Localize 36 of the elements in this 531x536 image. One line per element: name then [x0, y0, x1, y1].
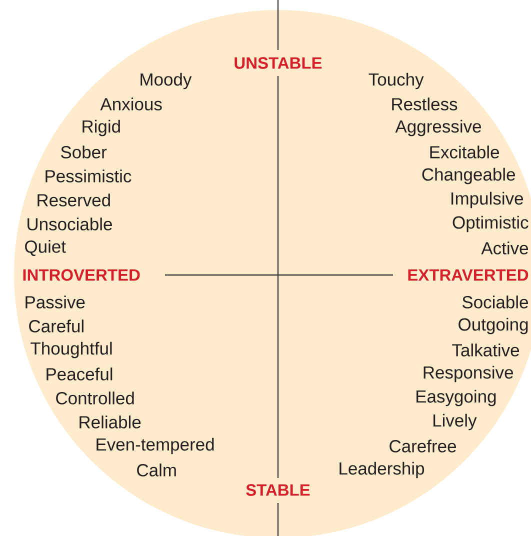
- trait-label: Talkative: [452, 344, 520, 356]
- trait-label: Reliable: [80, 416, 141, 428]
- trait-label: Careful: [29, 320, 84, 332]
- trait-label: Pessimistic: [46, 170, 132, 182]
- trait-label: Passive: [26, 296, 85, 308]
- axis-label: INTROVERTED: [23, 269, 140, 281]
- trait-label: Lively: [434, 414, 477, 430]
- trait-label: Restless: [392, 98, 458, 110]
- trait-label: Changeable: [422, 168, 515, 184]
- trait-label: Active: [481, 242, 528, 254]
- trait-label: Excitable: [430, 146, 500, 158]
- trait-label: Thoughtful: [30, 342, 112, 358]
- axis-label: STABLE: [246, 484, 310, 496]
- trait-label: Responsive: [424, 366, 513, 382]
- trait-label: Calm: [137, 464, 176, 476]
- trait-label: Sociable: [462, 296, 528, 308]
- trait-label: Unsociable: [28, 218, 112, 230]
- trait-label: Controlled: [56, 392, 134, 404]
- trait-label: Peaceful: [46, 368, 112, 380]
- trait-label: Anxious: [100, 98, 162, 110]
- trait-label: Optimistic: [452, 216, 528, 232]
- trait-label: Impulsive: [452, 192, 524, 208]
- trait-label: Even-tempered: [96, 438, 214, 454]
- trait-label: Touchy: [368, 72, 424, 90]
- trait-label: Rigid: [82, 120, 120, 136]
- trait-label: Outgoing: [458, 318, 528, 334]
- trait-label: Leadership: [340, 462, 424, 478]
- axis-label: UNSTABLE: [234, 57, 322, 69]
- trait-label: Sober: [61, 146, 107, 158]
- trait-label: Reserved: [38, 194, 110, 206]
- trait-label: Moody: [140, 72, 192, 90]
- trait-label: Carefree: [390, 440, 456, 452]
- axis-label: EXTRAVERTED: [408, 269, 528, 281]
- trait-label: Aggressive: [395, 120, 482, 136]
- trait-label: Easygoing: [416, 390, 496, 406]
- trait-label: Quiet: [25, 240, 66, 256]
